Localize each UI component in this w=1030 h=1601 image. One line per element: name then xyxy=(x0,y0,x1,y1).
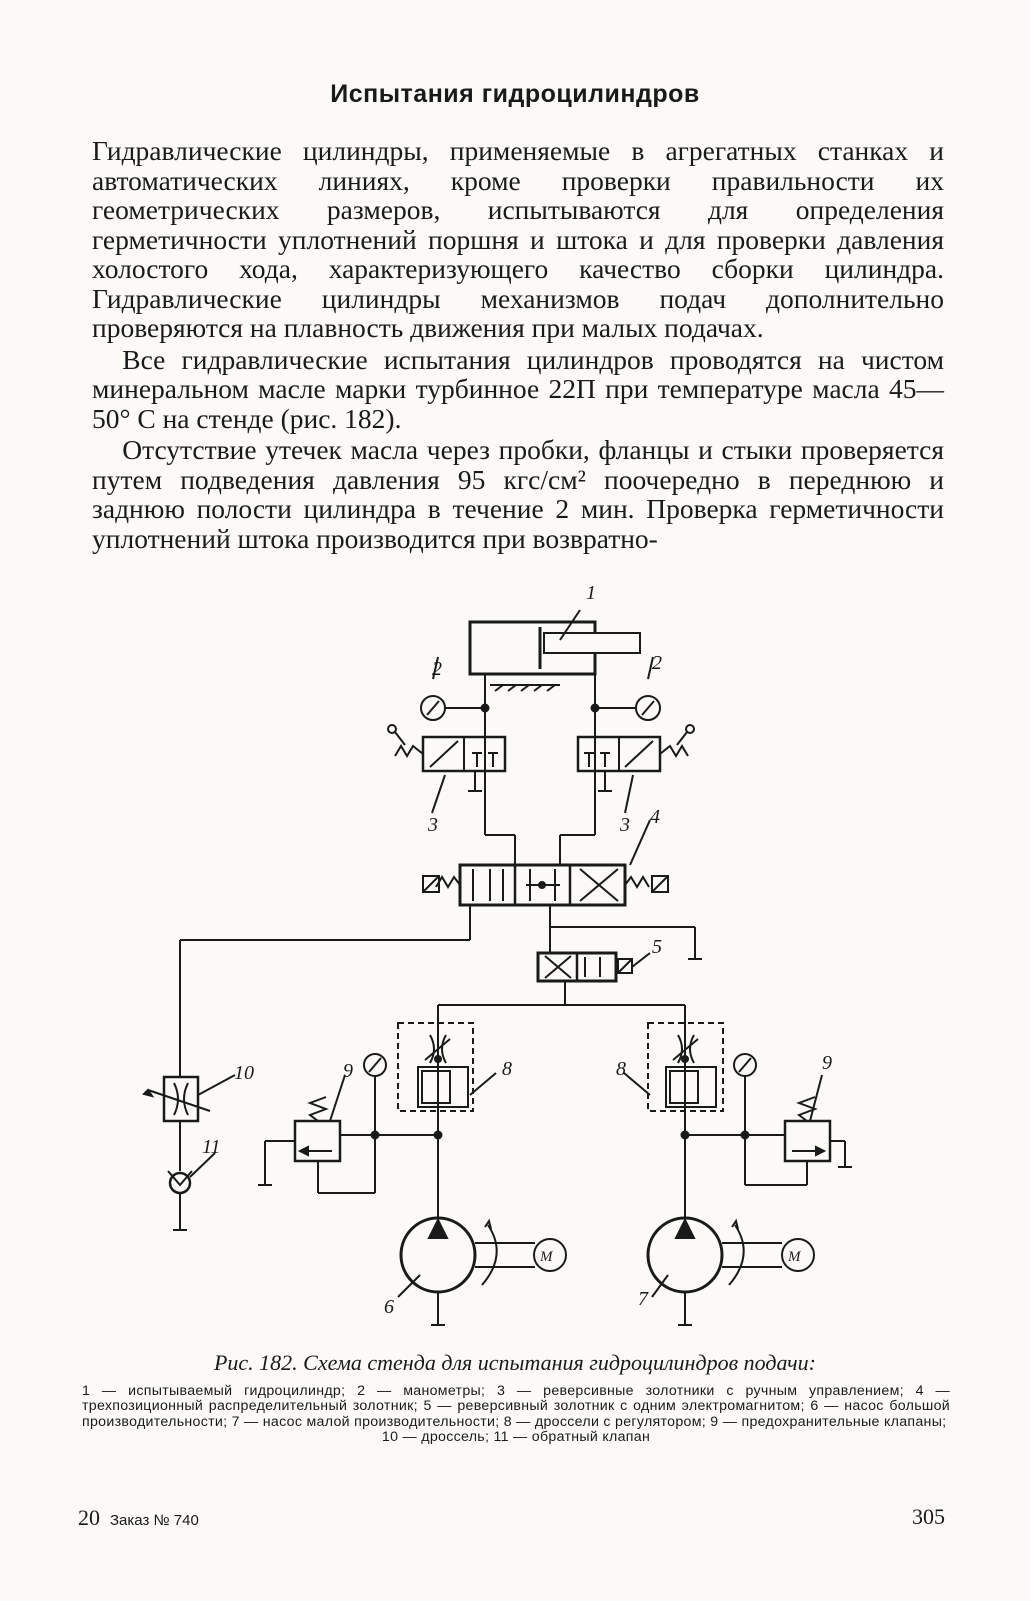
relief-valve-left xyxy=(258,1074,376,1194)
legend-item: 1 — испытываемый гидроцилиндр; xyxy=(82,1383,358,1399)
label-7: 7 xyxy=(638,1288,649,1310)
motor-label-right: M xyxy=(787,1249,802,1265)
footer-signature: 20 Заказ № 740 xyxy=(78,1505,199,1531)
label-11: 11 xyxy=(202,1136,221,1158)
legend-item: 7 — насос малой производительности; xyxy=(231,1413,504,1430)
figure-legend: 1 — испытываемый гидроцилиндр; 2 — маном… xyxy=(82,1383,951,1446)
hydraulic-schematic: M xyxy=(142,582,852,1326)
legend-item: 2 — манометры; xyxy=(357,1383,498,1399)
manual-valve-left xyxy=(387,724,507,814)
gauge-9-left xyxy=(363,1053,387,1077)
legend-item: 5 — реверсивный золотник с одним электро… xyxy=(423,1398,811,1415)
pump-7 xyxy=(646,1216,815,1326)
test-cylinder xyxy=(468,609,641,692)
label-9-left: 9 xyxy=(343,1060,353,1082)
label-1: 1 xyxy=(586,582,596,604)
check-valve-11 xyxy=(167,1152,216,1195)
legend-item: 3 — реверсивные золотники с ручным управ… xyxy=(497,1383,916,1399)
gauge-left xyxy=(420,695,446,721)
order-number: Заказ № 740 xyxy=(110,1512,199,1529)
label-2-left: 2 xyxy=(432,658,442,680)
label-6: 6 xyxy=(384,1296,394,1318)
throttle-10 xyxy=(142,1074,236,1123)
throttle-regulator-right xyxy=(623,1022,724,1112)
page-number: 305 xyxy=(912,1504,945,1529)
pump-6 xyxy=(397,1216,567,1326)
label-8-right: 8 xyxy=(616,1058,626,1080)
directional-valve-4 xyxy=(422,819,669,907)
legend-item-last: 10 — дроссель; 11 — обратный клапан xyxy=(381,1429,651,1446)
legend-item: 4 — трехпозиционный распределительный зо… xyxy=(82,1383,951,1415)
paragraph-2: Все гидравлические испытания цилиндров п… xyxy=(92,343,944,434)
label-2-right: 2 xyxy=(652,652,662,674)
legend-item: 9 — предохранительные клапаны; xyxy=(710,1413,947,1430)
section-heading: Испытания гидроцилиндров xyxy=(330,80,700,108)
legend-item: 8 — дроссели с регулятором; xyxy=(503,1413,711,1430)
motor-label-left: M xyxy=(539,1249,554,1265)
legend-item: 6 — насос большой производительности; xyxy=(82,1398,950,1430)
label-3-right: 3 xyxy=(619,814,630,836)
manual-valve-right xyxy=(576,724,695,814)
label-5: 5 xyxy=(652,936,662,958)
label-3-left: 3 xyxy=(427,814,438,836)
label-9-right: 9 xyxy=(822,1052,832,1074)
body-text: Гидравлические цилиндры, применяемые в а… xyxy=(92,136,944,555)
throttle-regulator-left xyxy=(397,1022,497,1112)
signature-number: 20 xyxy=(78,1505,100,1530)
paragraph-1: Гидравлические цилиндры, применяемые в а… xyxy=(92,135,944,343)
gauge-right xyxy=(635,695,661,721)
figure-caption: Рис. 182. Схема стенда для испытания гид… xyxy=(213,1350,817,1375)
paragraph-3: Отсутствие утечек масла через пробки, фл… xyxy=(92,434,944,554)
label-10: 10 xyxy=(234,1062,254,1084)
label-4: 4 xyxy=(650,806,660,828)
label-8-left: 8 xyxy=(502,1058,512,1080)
reversing-valve-5 xyxy=(536,951,651,983)
gauge-9-right xyxy=(733,1053,757,1077)
relief-valve-right xyxy=(744,1074,852,1186)
